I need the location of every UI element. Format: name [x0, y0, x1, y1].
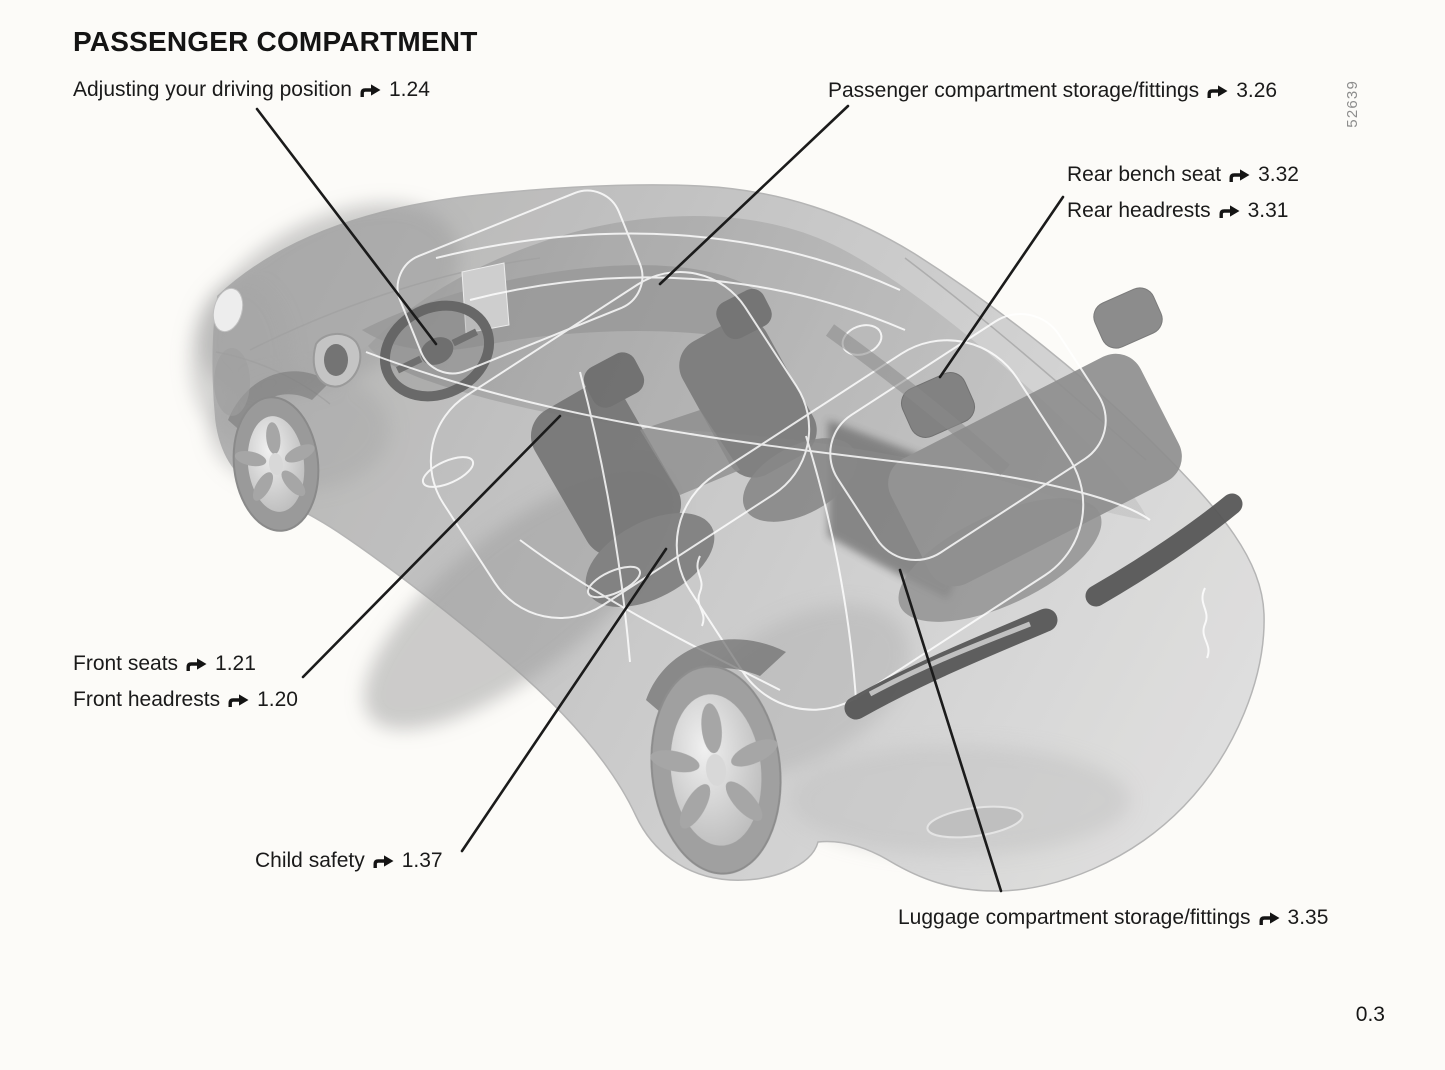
figure-code: 52639 — [1344, 80, 1361, 128]
door-handle-front-outline — [421, 456, 475, 488]
section-arrow-icon — [1206, 83, 1229, 99]
callout-adjusting-driving-position[interactable]: Adjusting your driving position 1.24 — [73, 77, 430, 103]
section-arrow-icon — [1258, 910, 1281, 926]
leader-line-front-seats — [301, 414, 562, 679]
front-seat-right-cushion — [742, 438, 858, 522]
callout-label: Front headrests — [73, 688, 221, 711]
callout-ref: 1.24 — [389, 78, 430, 101]
callout-label: Rear bench seat — [1067, 163, 1222, 186]
section-arrow-icon — [1218, 203, 1241, 219]
car-interior — [362, 262, 1182, 622]
callout-passenger-storage[interactable]: Passenger compartment storage/fittings 3… — [828, 78, 1277, 104]
leader-line-child-safety — [460, 547, 668, 853]
page-number: 0.3 — [1355, 1003, 1385, 1026]
callout-rear-bench-seat[interactable]: Rear bench seat 3.32 — [1067, 162, 1299, 188]
mirror — [312, 333, 362, 388]
callout-child-safety[interactable]: Child safety 1.37 — [255, 848, 443, 874]
callout-label: Adjusting your driving position — [73, 78, 352, 101]
callout-label: Passenger compartment storage/fittings — [828, 79, 1200, 102]
section-arrow-icon — [359, 82, 382, 98]
rear-bench-seat — [888, 353, 1182, 587]
callout-ref: 1.37 — [401, 849, 443, 872]
callout-label: Front seats — [73, 652, 179, 675]
front-seat-left-cushion — [585, 513, 715, 607]
door-handle-rear-outline — [587, 565, 641, 599]
rear-wheel — [646, 639, 786, 875]
callout-label: Rear headrests — [1067, 199, 1211, 222]
front-headrest-left — [583, 352, 645, 408]
seat-belt-squiggle-rear — [1201, 587, 1210, 659]
callout-front-seats[interactable]: Front seats 1.21 — [73, 651, 256, 677]
leader-line-driving-position — [255, 107, 438, 346]
rear-lights — [825, 324, 1243, 839]
leader-line-luggage-storage — [898, 568, 1003, 893]
headlight — [212, 287, 244, 333]
callout-luggage-storage[interactable]: Luggage compartment storage/fittings 3.3… — [898, 905, 1328, 931]
front-seat-right — [679, 318, 817, 478]
callout-ref: 3.31 — [1247, 199, 1289, 222]
front-seat-left — [530, 383, 682, 557]
front-wheel — [228, 371, 330, 532]
front-grille — [214, 348, 250, 416]
callout-front-headrests[interactable]: Front headrests 1.20 — [73, 687, 298, 713]
section-arrow-icon — [372, 853, 395, 869]
section-arrow-icon — [227, 692, 250, 708]
page-title: PASSENGER COMPARTMENT — [73, 26, 478, 57]
callout-label: Luggage compartment storage/fittings — [898, 906, 1251, 929]
callout-rear-headrests[interactable]: Rear headrests 3.31 — [1067, 198, 1288, 224]
callout-ref: 1.20 — [257, 688, 298, 711]
rear-headrest-right — [1093, 287, 1163, 349]
callout-label: Child safety — [255, 849, 365, 872]
leader-line-passenger-storage — [658, 104, 850, 286]
rear-bumper-vent — [926, 805, 1024, 839]
section-arrow-icon — [1228, 167, 1251, 183]
leader-lines — [255, 104, 1065, 893]
wireframe-outlines — [365, 189, 1210, 711]
section-arrow-icon — [185, 656, 208, 672]
rear-seat-cushion — [898, 498, 1102, 622]
callout-ref: 3.32 — [1258, 163, 1299, 186]
callout-ref: 1.21 — [215, 652, 256, 675]
dashboard — [362, 265, 758, 351]
leader-line-rear-bench — [938, 195, 1065, 379]
callout-ref: 3.26 — [1236, 79, 1278, 102]
seat-belt-squiggle-front — [696, 555, 705, 627]
callout-ref: 3.35 — [1287, 906, 1329, 929]
